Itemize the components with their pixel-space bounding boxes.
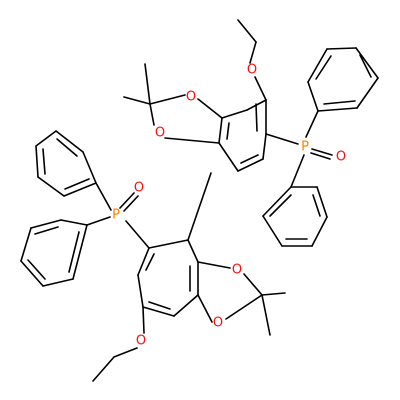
oxygen-atom-label: O [232,263,242,278]
bond [290,154,305,188]
bond [255,103,258,132]
bond [359,54,372,78]
bond [187,239,199,263]
oxygen-atom-label: O [155,126,165,141]
bond [142,306,145,334]
bond [316,186,328,218]
bond [119,192,135,209]
bond [145,253,155,271]
bond [30,219,62,229]
bond [315,55,332,80]
bond [240,154,259,164]
bond [56,138,78,157]
bond [63,182,97,197]
oxygen-atom-label: O [136,334,146,349]
bond [307,48,328,83]
bond [221,109,248,119]
phosphorus-atom-label: P [112,208,120,223]
bond [218,117,223,144]
bond [137,247,150,276]
bond [72,224,88,280]
bond [27,259,46,280]
bond [197,261,231,269]
bond [55,130,84,153]
bond [34,226,59,235]
oxygen-atom-label: O [186,90,196,105]
bond [254,76,267,101]
bond [95,182,112,211]
phosphorus-atom-label: P [301,140,309,155]
bond [262,186,292,217]
bond [149,103,155,126]
bond [311,148,333,156]
bond [225,294,263,320]
bond [265,133,299,145]
bond [249,41,257,64]
bond [187,172,212,241]
bond [113,347,138,358]
bond [356,77,379,109]
bond [312,194,321,217]
oxygen-atom-label: O [247,63,257,78]
bond [317,107,358,112]
bond [261,294,271,336]
bond [310,152,331,160]
bond [307,81,319,112]
bond [148,239,189,249]
bond [42,278,74,287]
bond [35,145,39,178]
bond [35,130,57,147]
bond [82,151,97,184]
bond [262,133,267,160]
bond [262,215,283,247]
bond [323,100,356,105]
bond [305,110,319,138]
oxygen-atom-label: O [213,316,223,331]
bond [149,94,186,105]
bond [237,158,264,172]
bond [355,47,379,79]
bond [226,122,230,140]
oxygen-atom-label: O [134,181,144,196]
bond [20,260,44,287]
bond [326,47,357,50]
bond [42,148,46,175]
bond [64,178,90,190]
bond [60,219,88,226]
bond [311,216,328,247]
bond [142,306,175,317]
bond [261,292,286,296]
bond [37,176,65,197]
bond [197,294,213,323]
bond [123,96,151,105]
bond [20,227,32,262]
bond [218,142,239,172]
bond [269,194,292,217]
oxygen-atom-label: O [336,150,346,165]
atom-labels: O O O O P O P O O O [112,63,346,349]
bonds [20,19,379,382]
bond [144,63,151,105]
bond [68,231,80,273]
bond [237,19,257,43]
bond [197,98,223,119]
bond [125,220,150,249]
bond [173,294,199,317]
bond [123,195,139,212]
bond [148,301,171,310]
bond [137,274,144,308]
bond [86,216,111,226]
bond [92,356,115,382]
bond [164,137,220,144]
bond [243,273,263,296]
